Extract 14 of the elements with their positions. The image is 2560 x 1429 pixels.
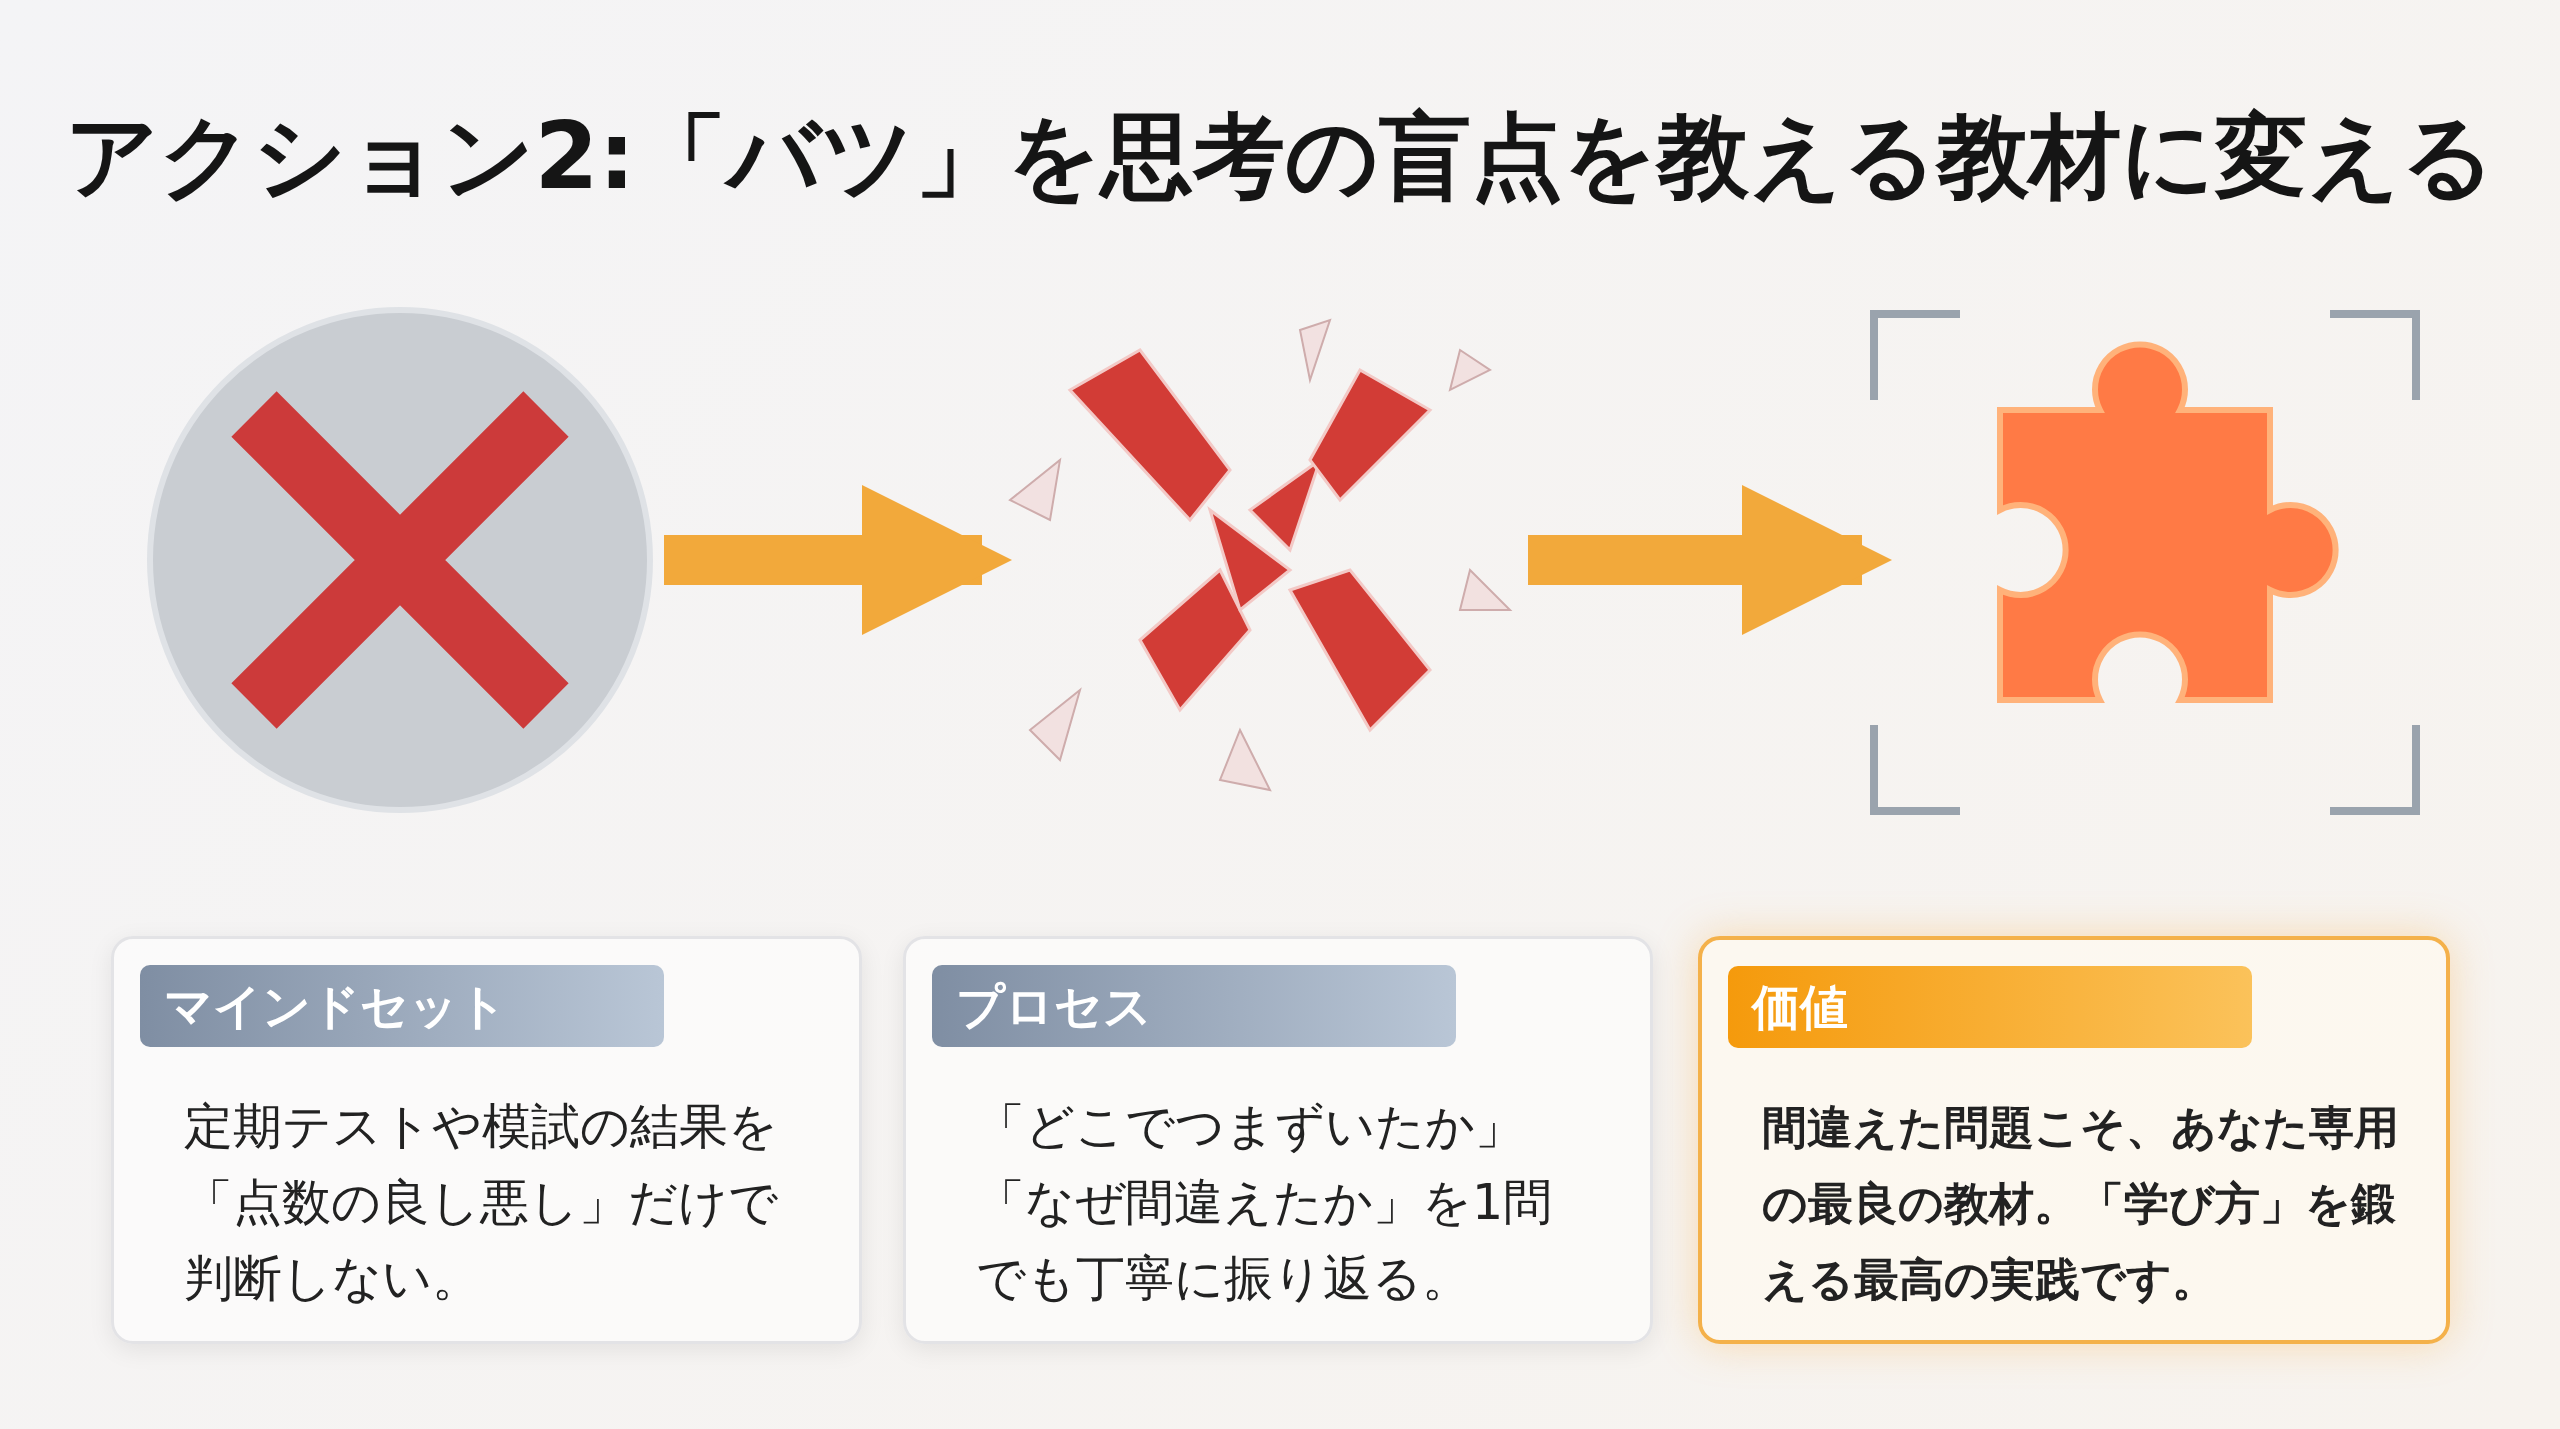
card-text: 「どこでつまずいたか」「なぜ間違えたか」を1問でも丁寧に振り返る。 (976, 1097, 1554, 1309)
info-card (1698, 936, 2450, 1344)
cross-circle-drawing (144, 304, 656, 816)
card-heading: 価値 (1728, 966, 2252, 1048)
info-card (111, 936, 862, 1344)
puzzle-piece-drawing (1870, 310, 2420, 815)
card-heading: プロセス (932, 965, 1456, 1047)
arrow (1528, 485, 1892, 635)
card-text: 定期テストや模試の結果を「点数の良し悪し」だけで判断しない。 (184, 1097, 779, 1309)
arrow (664, 485, 1012, 635)
info-card (903, 936, 1653, 1344)
card-text: 間違えた問題こそ、あなた専用の最良の教材。「学び方」を鍛える最高の実践です。 (1762, 1100, 2400, 1308)
title: アクション2:「バツ」を思考の盲点を教える教材に変える (63, 102, 2497, 212)
card-heading: マインドセット (140, 965, 664, 1047)
